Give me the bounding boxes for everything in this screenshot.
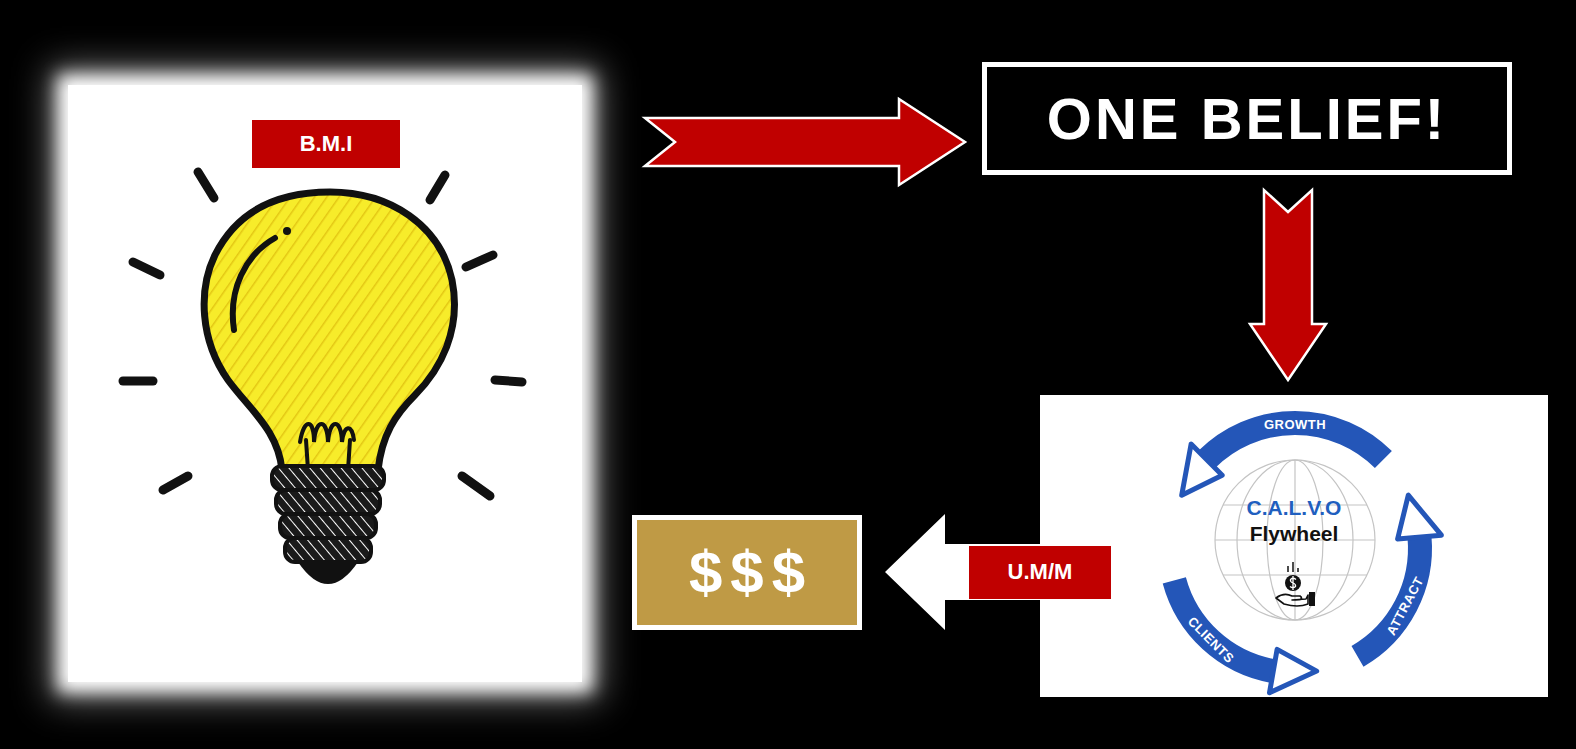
flywheel-title: C.A.L.V.O — [1040, 495, 1548, 521]
belief-box: ONE BELIEF! — [982, 62, 1512, 175]
money-text: $$$ — [637, 520, 857, 625]
money-box: $$$ — [632, 515, 862, 630]
red-block-arrow — [645, 99, 965, 185]
edge-label: U.M/M — [969, 546, 1111, 599]
belief-text: ONE BELIEF! — [987, 67, 1507, 170]
flywheel-subtitle: Flywheel — [1040, 521, 1548, 547]
cycle-label: GROWTH — [1264, 417, 1326, 432]
badge-label: B.M.I — [252, 120, 400, 168]
red-block-arrow — [1250, 190, 1326, 380]
idea-panel: B.M.I — [68, 85, 582, 682]
flywheel-box: C.A.L.V.OFlywheel — [1040, 395, 1548, 697]
